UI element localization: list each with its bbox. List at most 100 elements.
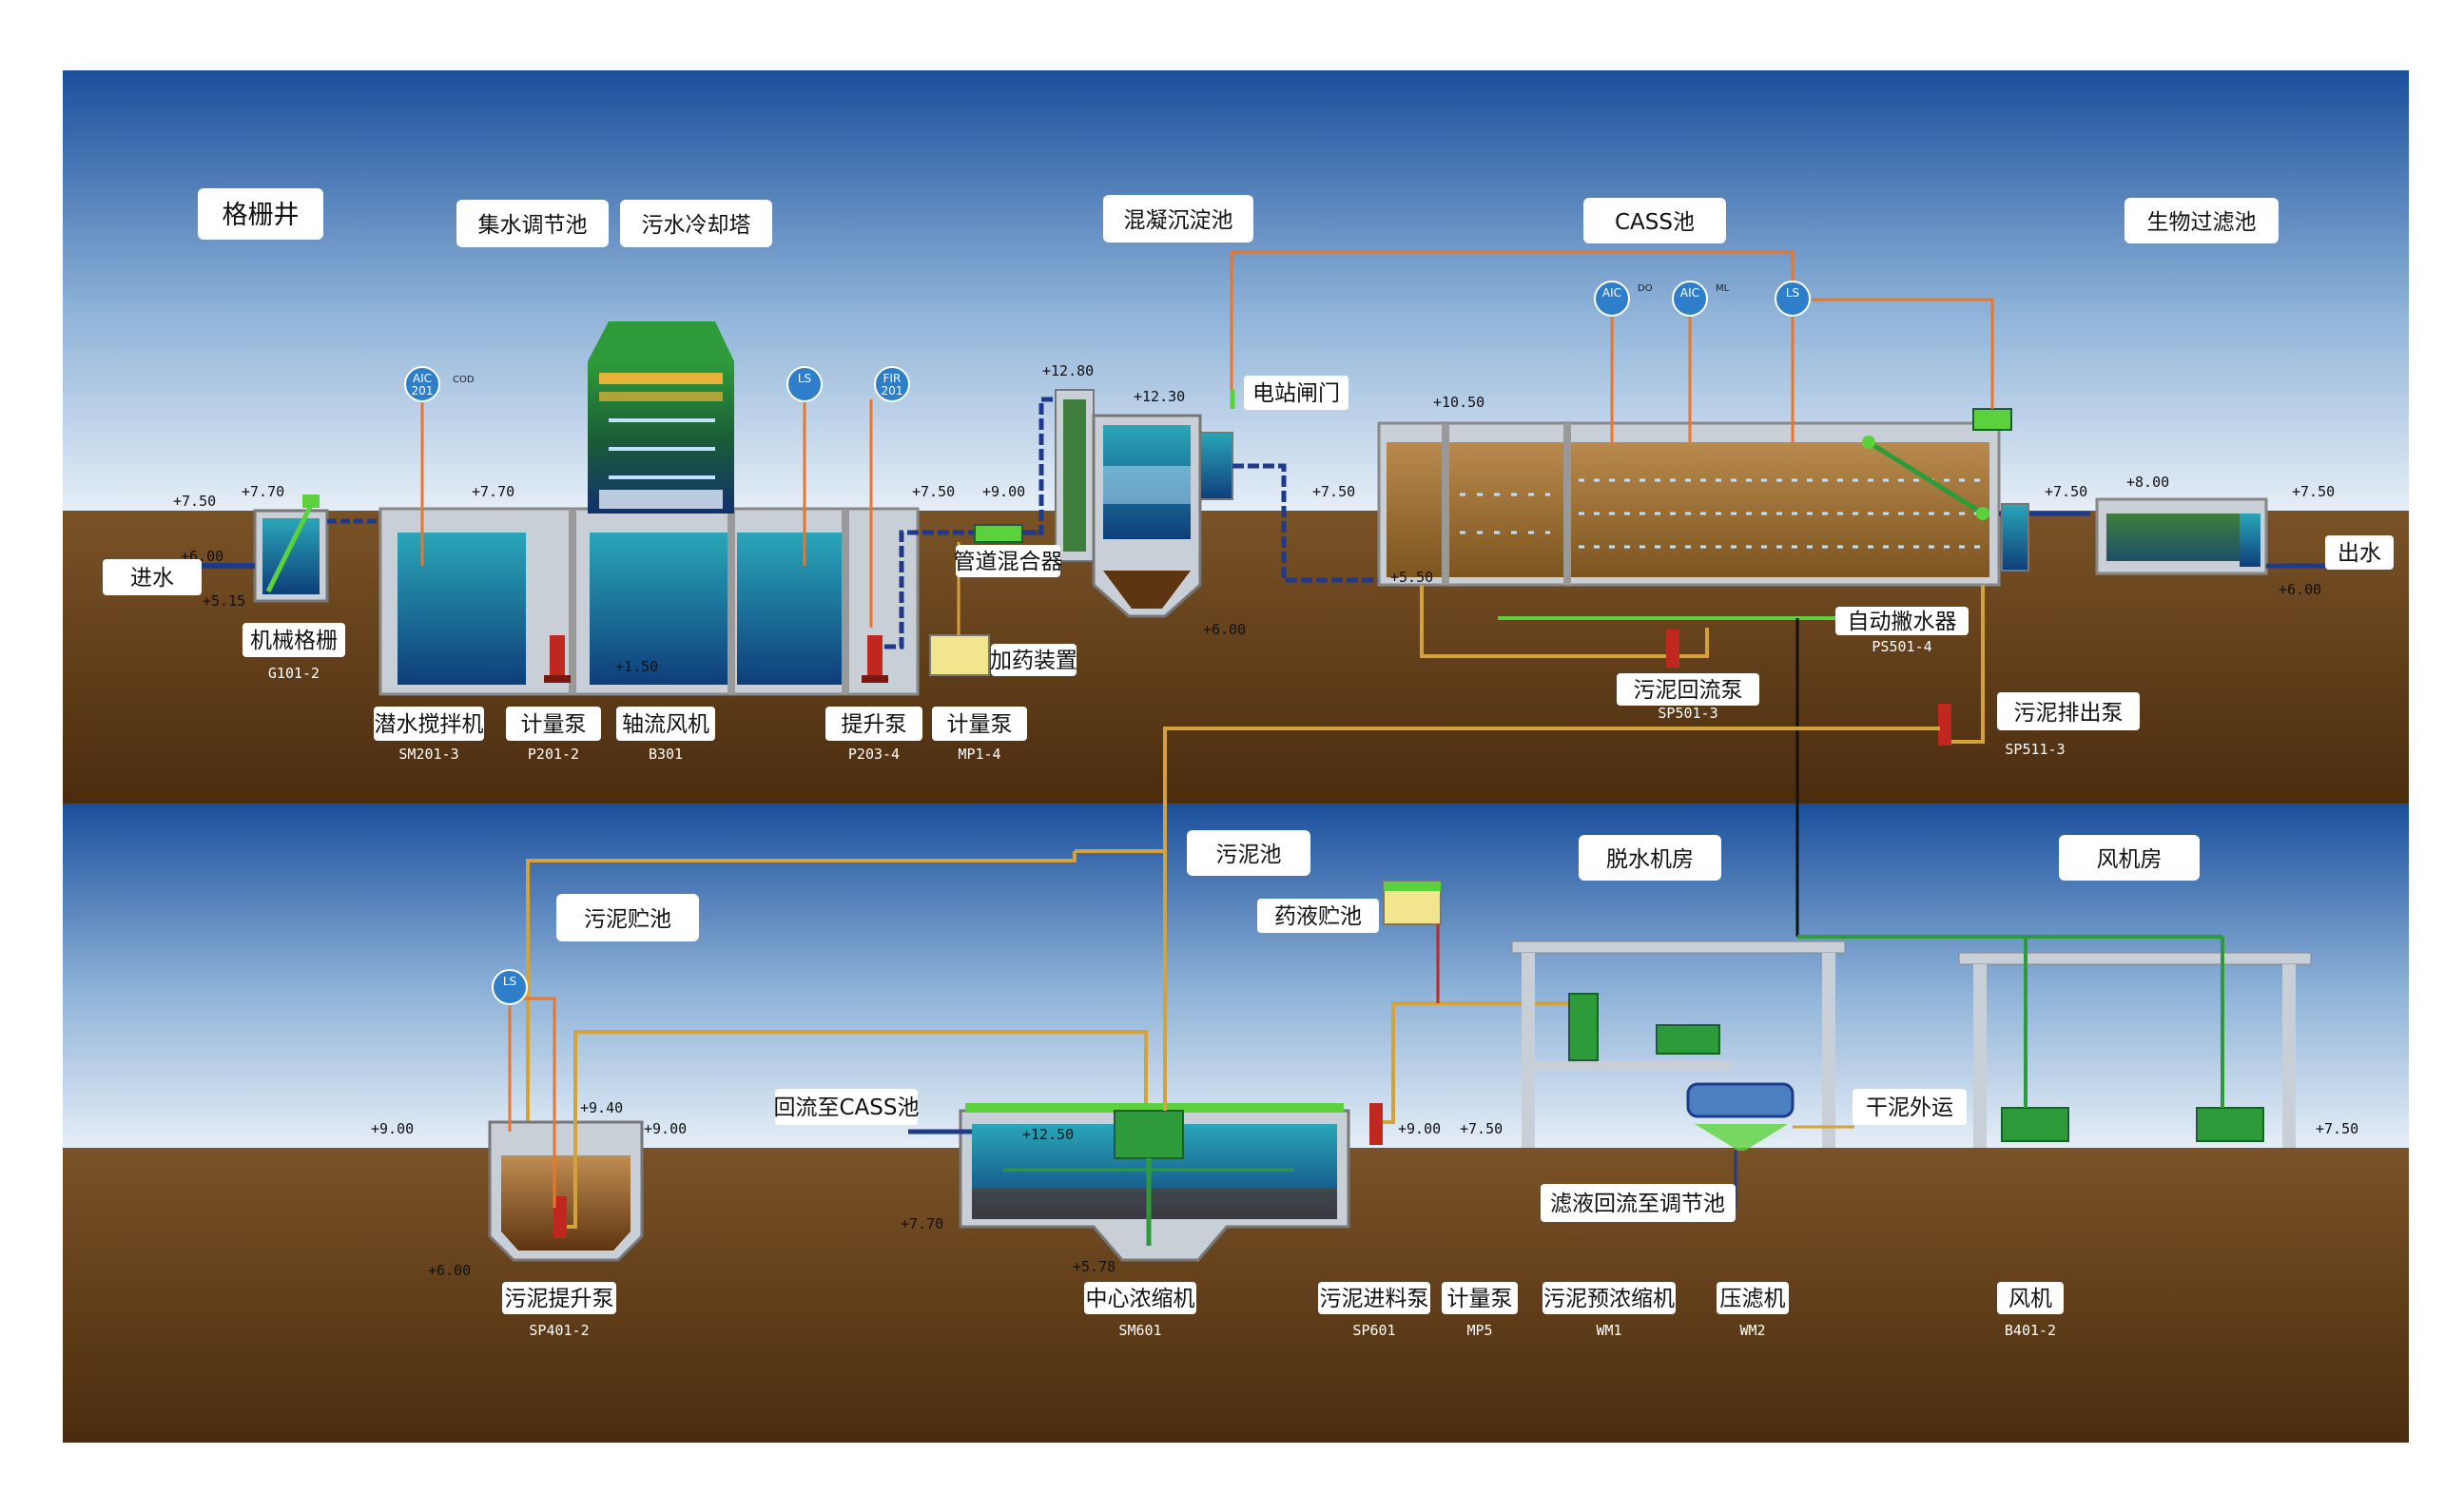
svg-text:CASS池: CASS池 — [1615, 210, 1695, 235]
svg-text:电站闸门: 电站闸门 — [1252, 381, 1340, 406]
svg-text:ML: ML — [1716, 283, 1730, 294]
label-return-cass: 回流至CASS池 — [774, 1089, 920, 1125]
svg-text:风机: 风机 — [2008, 1287, 2052, 1311]
label-grille-well: 格栅井 — [198, 188, 323, 240]
svg-text:+7.70: +7.70 — [242, 483, 284, 500]
cass-tank — [1377, 421, 2001, 587]
pipe-mixer — [974, 524, 1023, 543]
label-station-gate: 电站闸门 — [1244, 376, 1348, 410]
dewatering-room — [1511, 940, 1846, 1151]
svg-text:+6.00: +6.00 — [2279, 581, 2321, 598]
svg-text:出水: 出水 — [2338, 541, 2381, 566]
svg-text:COD: COD — [453, 375, 475, 385]
svg-text:+7.50: +7.50 — [912, 483, 955, 500]
svg-text:PS501-4: PS501-4 — [1872, 638, 1931, 655]
svg-text:+1.50: +1.50 — [615, 658, 658, 675]
svg-text:+6.00: +6.00 — [428, 1262, 471, 1279]
instrument-ls-cass: LS — [1775, 281, 1811, 317]
label-filtrate-return: 滤液回流至调节池 — [1541, 1184, 1736, 1222]
svg-text:SP601: SP601 — [1352, 1322, 1395, 1339]
svg-text:AIC: AIC — [1680, 286, 1699, 300]
label-biofilter: 生物过滤池 — [2124, 198, 2279, 243]
svg-text:SM201-3: SM201-3 — [398, 746, 458, 763]
svg-text:污泥提升泵: 污泥提升泵 — [505, 1287, 614, 1311]
pump-sludge-discharge-sp511 — [1938, 704, 1951, 746]
structure-labels: 格栅井 集水调节池 污水冷却塔 混凝沉淀池 CASS池 生物过滤池 污泥贮池 污… — [198, 188, 2279, 941]
label-outlet: 出水 — [2325, 535, 2394, 570]
pump-meter-p201 — [544, 635, 571, 683]
label-sub-mixer: 潜水搅拌机 SM201-3 — [374, 707, 484, 763]
svg-text:机械格栅: 机械格栅 — [250, 629, 338, 653]
label-dewater-room: 脱水机房 — [1579, 835, 1721, 881]
svg-text:+10.50: +10.50 — [1433, 394, 1484, 411]
svg-text:中心浓缩机: 中心浓缩机 — [1086, 1287, 1195, 1311]
svg-text:+12.30: +12.30 — [1134, 388, 1185, 405]
svg-text:加药装置: 加药装置 — [990, 649, 1077, 673]
svg-text:B301: B301 — [649, 746, 683, 763]
svg-text:201: 201 — [412, 384, 434, 397]
grille-well — [253, 494, 329, 603]
svg-text:SP511-3: SP511-3 — [2005, 741, 2065, 758]
svg-text:污泥排出泵: 污泥排出泵 — [2014, 701, 2124, 726]
svg-text:+9.40: +9.40 — [580, 1099, 623, 1116]
svg-text:药液贮池: 药液贮池 — [1274, 904, 1362, 929]
label-cooling-tower: 污水冷却塔 — [620, 200, 772, 247]
svg-text:轴流风机: 轴流风机 — [622, 712, 709, 737]
svg-text:+7.50: +7.50 — [2292, 483, 2335, 500]
svg-text:FIR: FIR — [883, 372, 902, 385]
label-dosing-device: 加药装置 — [990, 644, 1077, 676]
svg-text:计量泵: 计量泵 — [947, 712, 1013, 737]
svg-text:+9.00: +9.00 — [982, 483, 1025, 500]
svg-text:+5.15: +5.15 — [203, 592, 245, 610]
svg-text:潜水搅拌机: 潜水搅拌机 — [375, 712, 484, 737]
label-chem-tank: 药液贮池 — [1257, 899, 1379, 933]
svg-text:污泥回流泵: 污泥回流泵 — [1634, 678, 1743, 703]
biofilter — [2095, 497, 2268, 575]
chem-tank — [1383, 881, 1442, 1003]
svg-text:回流至CASS池: 回流至CASS池 — [774, 1096, 920, 1120]
sludge-thickener — [959, 1103, 1350, 1262]
decanter-ps501 — [1862, 408, 2012, 520]
svg-text:DO: DO — [1638, 283, 1653, 294]
flow-labels: 进水 出水 回流至CASS池 滤液回流至调节池 干泥外运 — [103, 535, 2394, 1222]
pump-lift-p203 — [862, 635, 888, 683]
svg-text:WM1: WM1 — [1596, 1322, 1621, 1339]
svg-text:MP5: MP5 — [1466, 1322, 1492, 1339]
svg-text:+12.80: +12.80 — [1042, 362, 1094, 379]
instrument-aic201: AIC 201 COD — [404, 366, 475, 402]
label-coag-tank: 混凝沉淀池 — [1103, 195, 1253, 242]
svg-text:+9.00: +9.00 — [1398, 1120, 1441, 1137]
svg-text:+7.50: +7.50 — [2316, 1120, 2358, 1137]
label-mech-grille: 机械格栅 G101-2 — [243, 623, 345, 682]
sludge-storage-tank — [488, 1120, 644, 1262]
svg-text:+12.50: +12.50 — [1022, 1126, 1074, 1143]
svg-text:混凝沉淀池: 混凝沉淀池 — [1124, 208, 1233, 233]
svg-text:+7.50: +7.50 — [2045, 483, 2087, 500]
pump-sludge-feed-sp601 — [1369, 1103, 1383, 1145]
pump-sludge-return-sp501 — [1666, 630, 1679, 668]
label-inlet: 进水 — [103, 559, 202, 595]
svg-text:污泥进料泵: 污泥进料泵 — [1320, 1287, 1429, 1311]
svg-text:SP501-3: SP501-3 — [1658, 705, 1717, 722]
label-pipe-mixer: 管道混合器 — [954, 545, 1063, 577]
svg-text:G101-2: G101-2 — [268, 665, 320, 682]
svg-text:+7.70: +7.70 — [901, 1215, 943, 1232]
label-cass-tank: CASS池 — [1583, 198, 1726, 243]
svg-text:风机房: 风机房 — [2097, 847, 2163, 872]
svg-text:MP1-4: MP1-4 — [958, 746, 1000, 763]
svg-text:污泥池: 污泥池 — [1216, 843, 1282, 867]
svg-text:计量泵: 计量泵 — [521, 712, 587, 737]
svg-text:SP401-2: SP401-2 — [529, 1322, 589, 1339]
svg-text:生物过滤池: 生物过滤池 — [2147, 210, 2257, 235]
cooling-tower — [588, 321, 734, 514]
svg-text:脱水机房: 脱水机房 — [1606, 847, 1694, 872]
label-sludge-storage: 污泥贮池 — [556, 894, 699, 941]
